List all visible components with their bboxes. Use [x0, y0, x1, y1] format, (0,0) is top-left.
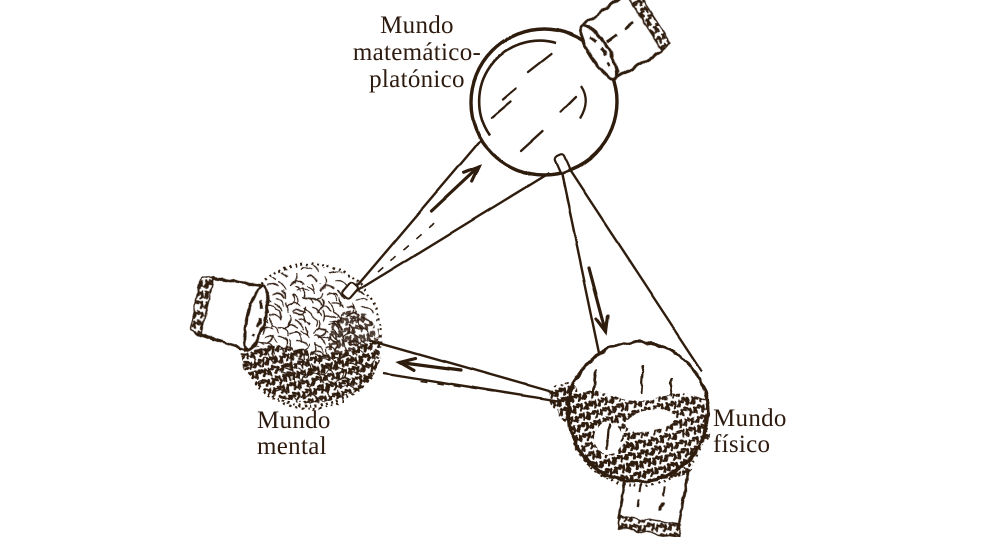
platonic-world-cylinder	[578, 0, 672, 81]
arrow-up-right-icon	[430, 164, 483, 213]
platonic-label-line-1: Mundo	[380, 12, 454, 39]
mental-world-cylinder	[188, 276, 269, 352]
connection-cones	[341, 139, 704, 410]
platonic-label-line-2: matemático-	[352, 39, 482, 66]
physical-world-sphere	[556, 340, 710, 488]
cone-mental-to-platonic	[341, 139, 550, 301]
sphere-shine-hatches	[490, 52, 578, 153]
cone-physical-to-mental	[369, 338, 571, 410]
physical-label-line-1: Mundo	[713, 405, 787, 432]
physical-world-label: Mundo físico	[713, 406, 787, 458]
platonic-world-label: Mundo matemático- platónico	[318, 12, 516, 93]
relation-arrows	[395, 164, 610, 372]
mental-label-line-2: mental	[257, 433, 327, 460]
physical-label-line-2: físico	[713, 431, 771, 458]
arrow-down-icon	[587, 266, 610, 337]
platonic-label-line-3: platónico	[369, 66, 465, 93]
mental-world-sphere	[237, 262, 383, 410]
platonic-world-sphere	[469, 27, 619, 177]
cone-platonic-to-physical	[553, 153, 704, 372]
arrow-left-icon	[395, 356, 463, 372]
mental-label-line-1: Mundo	[257, 407, 331, 434]
mental-world-label: Mundo mental	[257, 408, 331, 460]
